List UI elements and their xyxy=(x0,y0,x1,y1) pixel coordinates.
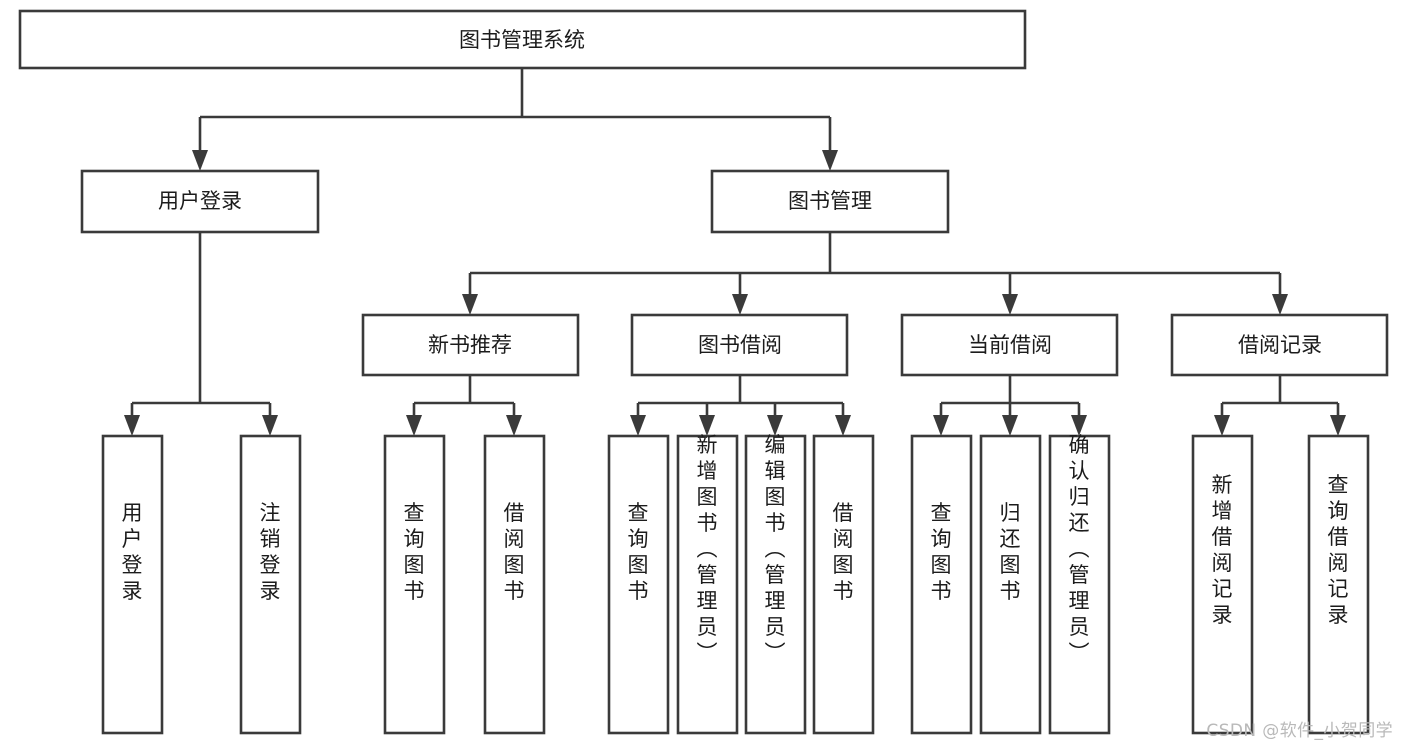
leaf-query-book-recommend[interactable]: 查询图书 xyxy=(383,434,446,735)
node-box[interactable] xyxy=(80,169,320,234)
arrow-borrow-to-add xyxy=(699,415,715,436)
node-box[interactable] xyxy=(676,434,739,735)
leaf-user-login[interactable]: 用户登录 xyxy=(101,434,164,735)
node-box[interactable] xyxy=(1191,434,1254,735)
node-label: 注销登录 xyxy=(260,501,281,603)
leaf-return-book[interactable]: 归还图书 xyxy=(979,434,1042,735)
node-user-login[interactable]: 用户登录 xyxy=(80,169,320,234)
node-label: 查询图书 xyxy=(628,501,649,603)
node-label: 归还图书 xyxy=(1000,501,1021,603)
arrow-borrow-to-lend xyxy=(835,415,851,436)
node-box[interactable] xyxy=(979,434,1042,735)
arrow-bookmanage-to-borrow xyxy=(732,294,748,315)
node-label: 查询图书 xyxy=(404,501,425,603)
node-box[interactable] xyxy=(239,434,302,735)
node-book-borrow[interactable]: 图书借阅 xyxy=(630,313,849,377)
node-box[interactable] xyxy=(812,434,875,735)
arrow-root-to-book-manage xyxy=(822,150,838,171)
node-box[interactable] xyxy=(900,313,1119,377)
node-label: 借阅图书 xyxy=(833,501,854,603)
node-label: 借阅图书 xyxy=(504,501,525,603)
node-label: 新书推荐 xyxy=(428,333,512,357)
arrow-root-to-user-login xyxy=(192,150,208,171)
node-box[interactable] xyxy=(361,313,580,377)
arrow-record-to-query xyxy=(1330,415,1346,436)
arrow-current-to-confirm xyxy=(1071,415,1087,436)
node-label: 图书管理系统 xyxy=(459,28,585,52)
edge-layer xyxy=(124,68,1346,436)
node-label: 编辑图书︵管理员︶ xyxy=(765,433,786,665)
leaf-edit-book-admin[interactable]: 编辑图书︵管理员︶ xyxy=(744,433,807,735)
node-book-management-system[interactable]: 图书管理系统 xyxy=(18,9,1027,70)
arrow-record-to-add xyxy=(1214,415,1230,436)
node-box[interactable] xyxy=(383,434,446,735)
node-box[interactable] xyxy=(1307,434,1370,735)
node-label: 新增借阅记录 xyxy=(1212,473,1233,627)
leaf-borrow-book-recommend[interactable]: 借阅图书 xyxy=(483,434,546,735)
node-book-management[interactable]: 图书管理 xyxy=(710,169,950,234)
node-current-borrow[interactable]: 当前借阅 xyxy=(900,313,1119,377)
arrow-userlogin-to-login xyxy=(124,415,140,436)
node-box[interactable] xyxy=(1170,313,1389,377)
node-label: 当前借阅 xyxy=(968,333,1052,357)
leaf-confirm-return-admin[interactable]: 确认归还︵管理员︶ xyxy=(1048,433,1111,735)
arrow-newbook-to-query xyxy=(406,415,422,436)
leaf-query-book-borrow[interactable]: 查询图书 xyxy=(607,434,670,735)
arrow-userlogin-to-logout xyxy=(262,415,278,436)
arrow-current-to-query xyxy=(933,415,949,436)
node-box[interactable] xyxy=(710,169,950,234)
node-box[interactable] xyxy=(483,434,546,735)
node-new-book-recommend[interactable]: 新书推荐 xyxy=(361,313,580,377)
node-label: 图书借阅 xyxy=(698,333,782,357)
node-label: 查询图书 xyxy=(931,501,952,603)
leaf-add-book-admin[interactable]: 新增图书︵管理员︶ xyxy=(676,433,739,735)
leaf-query-borrow-record[interactable]: 查询借阅记录 xyxy=(1307,434,1370,735)
arrow-newbook-to-borrowbook xyxy=(506,415,522,436)
node-borrow-record[interactable]: 借阅记录 xyxy=(1170,313,1389,377)
node-box[interactable] xyxy=(1048,434,1111,735)
leaf-add-borrow-record[interactable]: 新增借阅记录 xyxy=(1191,434,1254,735)
arrow-bookmanage-to-newbook xyxy=(462,294,478,315)
leaf-lend-book[interactable]: 借阅图书 xyxy=(812,434,875,735)
csdn-watermark: CSDN @软件_小贺同学 xyxy=(1206,721,1393,741)
node-box[interactable] xyxy=(630,313,849,377)
leaf-query-book-current[interactable]: 查询图书 xyxy=(910,434,973,735)
leaf-logout[interactable]: 注销登录 xyxy=(239,434,302,735)
node-box[interactable] xyxy=(18,9,1027,70)
node-label: 用户登录 xyxy=(158,189,242,213)
node-label: 借阅记录 xyxy=(1238,333,1322,357)
node-box[interactable] xyxy=(910,434,973,735)
node-box[interactable] xyxy=(101,434,164,735)
node-label: 确认归还︵管理员︶ xyxy=(1069,433,1090,665)
node-box[interactable] xyxy=(607,434,670,735)
arrow-bookmanage-to-current xyxy=(1002,294,1018,315)
arrow-current-to-return xyxy=(1002,415,1018,436)
node-box[interactable] xyxy=(744,434,807,735)
arrow-borrow-to-query xyxy=(630,415,646,436)
node-label: 图书管理 xyxy=(788,189,872,213)
node-label: 用户登录 xyxy=(122,501,143,603)
arrow-bookmanage-to-record xyxy=(1272,294,1288,315)
node-label: 新增图书︵管理员︶ xyxy=(697,433,718,665)
node-label: 查询借阅记录 xyxy=(1328,473,1349,627)
arrow-borrow-to-edit xyxy=(767,415,783,436)
